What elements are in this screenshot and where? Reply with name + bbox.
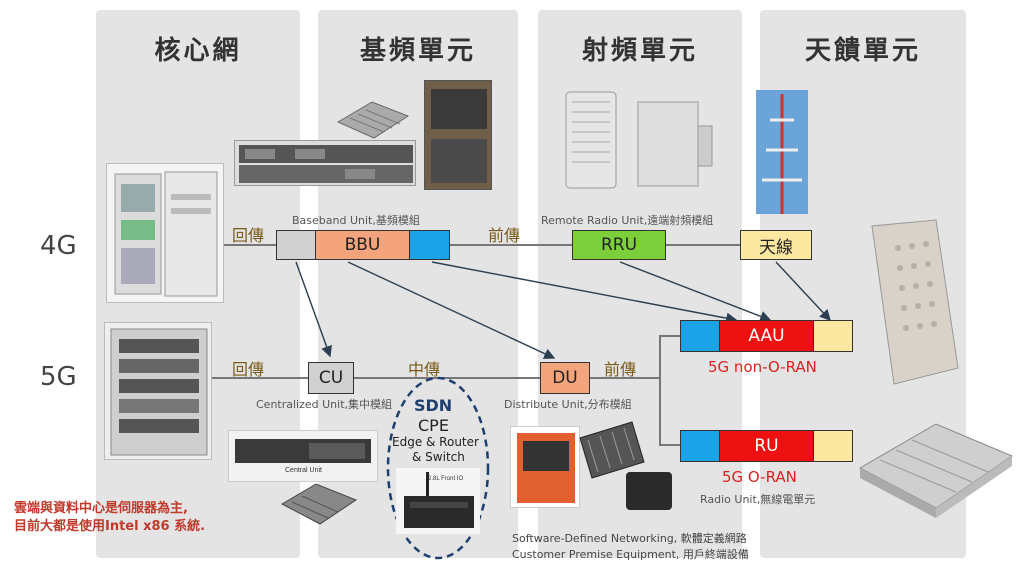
bbu-rack-image	[234, 140, 416, 186]
core-cabinet-4g-image	[106, 163, 224, 303]
generation-5g-label: 5G	[40, 362, 77, 392]
aau-box: AAU	[719, 320, 814, 352]
arrow-bbu-to-aau	[431, 261, 738, 324]
du-device-image	[510, 426, 580, 508]
column-title-baseband: 基頻單元	[359, 36, 476, 66]
caption-rru: Remote Radio Unit,遠端射頻模組	[541, 214, 714, 227]
footnote-cpe: Customer Premise Equipment, 用戶終端設備	[512, 548, 749, 561]
label-4g-fronthaul: 前傳	[488, 226, 521, 245]
note-line-1: 雲端與資料中心是伺服器為主,	[14, 501, 188, 516]
core-cabinet-5g-image	[104, 322, 212, 460]
bbu-right-segment	[409, 230, 450, 260]
note-line-2: 目前大都是使用Intel x86 系統.	[14, 519, 206, 534]
rru-image-2	[632, 96, 718, 192]
label-non-oran: 5G non-O-RAN	[708, 358, 817, 376]
footnote-sdn: Software-Defined Networking, 軟體定義網路	[512, 532, 747, 545]
cpe-device-image: 2.8L Front IO	[396, 468, 480, 534]
ru-box: RU	[719, 430, 814, 462]
column-title-radio: 射頻單元	[581, 36, 698, 66]
arrow-bbu-to-cu	[295, 261, 332, 358]
sdn-switch: & Switch	[412, 450, 465, 464]
sdn-edge-router: Edge & Router	[392, 435, 479, 449]
du-box-image	[622, 466, 676, 516]
antenna-tower-image	[756, 90, 808, 214]
generation-4g-label: 4G	[40, 231, 77, 261]
bbu-heatsink-image	[332, 96, 412, 144]
line-5g-branch	[659, 335, 680, 446]
ru-image	[850, 412, 1020, 520]
bbu-box: BBU	[315, 230, 410, 260]
caption-du: Distribute Unit,分布模組	[504, 398, 632, 411]
rru-image-1	[556, 88, 626, 192]
column-title-antenna: 天饋單元	[804, 36, 921, 66]
aau-left-segment	[680, 320, 720, 352]
label-oran: 5G O-RAN	[722, 468, 797, 486]
central-server-label: Central Unit	[285, 467, 322, 474]
aau-image	[858, 218, 968, 386]
sdn-ellipse	[386, 376, 490, 560]
rru-box: RRU	[572, 230, 666, 260]
label-4g-backhaul: 回傳	[232, 226, 265, 245]
bbu-left-segment	[276, 230, 316, 260]
cu-box: CU	[308, 362, 354, 394]
label-5g-midhaul: 中傳	[408, 360, 441, 379]
sdn-title: SDN	[414, 396, 453, 415]
du-heatsink-image	[576, 418, 648, 482]
server-heatsink-image	[276, 476, 360, 532]
column-title-core: 核心網	[154, 36, 242, 66]
arrow-bbu-to-du	[347, 261, 556, 359]
aau-right-segment	[813, 320, 853, 352]
caption-bbu: Baseband Unit,基頻模組	[292, 214, 420, 227]
caption-cu: Centralized Unit,集中模組	[256, 398, 393, 411]
arrow-rru-to-aau	[619, 261, 772, 322]
label-5g-backhaul: 回傳	[232, 360, 265, 379]
cpe-device-label: 2.8L Front IO	[428, 476, 464, 482]
label-5g-fronthaul: 前傳	[604, 360, 637, 379]
cpe-title: CPE	[418, 416, 449, 435]
caption-ru: Radio Unit,無線電單元	[700, 493, 816, 506]
central-server-image: Central Unit	[228, 430, 378, 482]
ru-left-segment	[680, 430, 720, 462]
ru-right-segment	[813, 430, 853, 462]
antenna-box: 天線	[740, 230, 812, 260]
du-box: DU	[540, 362, 590, 394]
bbu-box-image	[424, 80, 492, 190]
arrow-antenna-to-aau	[775, 261, 831, 322]
